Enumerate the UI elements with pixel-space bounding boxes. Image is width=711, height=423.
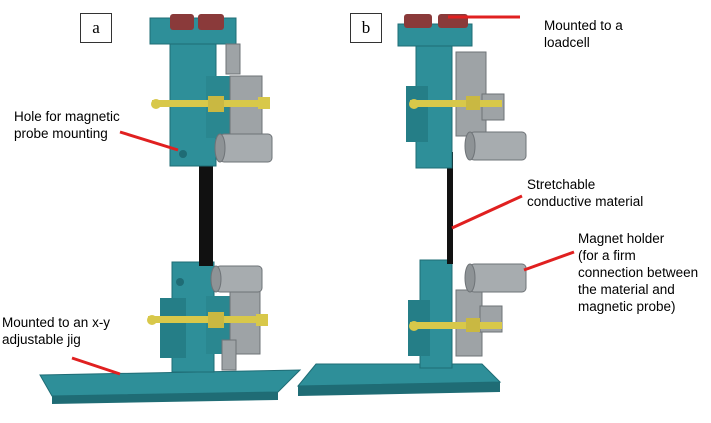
lower-magnet-holder-a — [215, 265, 263, 293]
conductive-strip-a — [199, 160, 213, 266]
loadcell-cap-a — [170, 14, 194, 30]
leader-jig — [71, 356, 121, 376]
base-plate-a — [39, 369, 302, 397]
leader-hole — [119, 130, 179, 152]
loadcell-cap-b — [404, 14, 432, 28]
lower-screw-b — [410, 322, 502, 329]
rig-b — [296, 14, 527, 396]
callout-loadcell: Mounted to a loadcell — [544, 18, 623, 50]
leader-material — [451, 194, 523, 230]
upper-magnet-holder-a — [219, 133, 273, 163]
panel-label-a: a — [80, 13, 112, 43]
probe-hole — [179, 150, 187, 158]
rig-a — [39, 14, 302, 404]
upper-screw-b — [410, 100, 502, 107]
lower-magnet-holder-b — [469, 263, 527, 293]
leader-lines — [71, 15, 575, 376]
callout-hole: Hole for magnetic probe mounting — [14, 109, 120, 141]
panel-label-b: b — [350, 13, 382, 43]
conductive-strip-b — [447, 152, 453, 264]
upper-magnet-holder-b — [469, 131, 527, 161]
leader-magnet — [523, 250, 575, 272]
callout-jig: Mounted to an x-y adjustable jig — [2, 315, 111, 347]
callout-material: Stretchable conductive material — [527, 177, 644, 209]
callout-magnet: Magnet holder (for a firm connection bet… — [578, 231, 699, 314]
